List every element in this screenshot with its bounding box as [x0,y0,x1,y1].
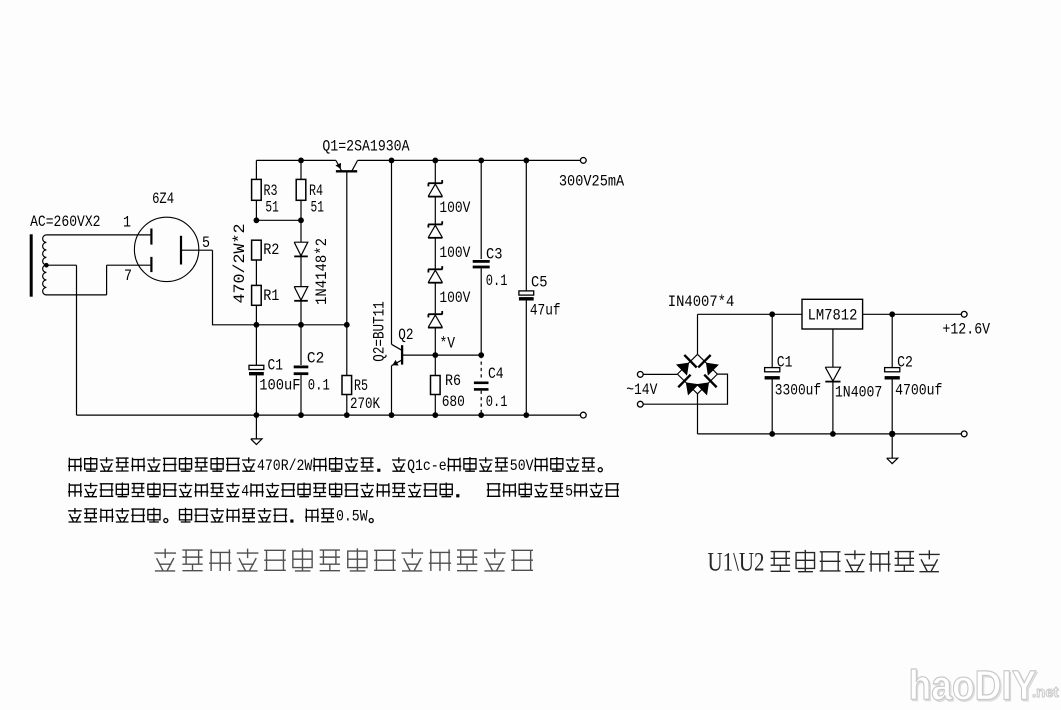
svg-text:C2: C2 [897,354,913,372]
svg-text:R5: R5 [354,377,368,395]
svg-text:Q1=2SA1930A: Q1=2SA1930A [322,137,409,155]
svg-text:Q1c-e: Q1c-e [407,457,447,475]
svg-text:100uF: 100uF [259,377,300,395]
svg-text:haoDIY: haoDIY [910,663,1038,710]
svg-text:AC=260VX2: AC=260VX2 [30,213,100,231]
svg-text:U1\U2: U1\U2 [708,547,765,577]
svg-text:47uf: 47uf [530,302,561,320]
svg-text:R1: R1 [263,287,279,305]
svg-text:C5: C5 [531,274,548,292]
svg-text:51: 51 [311,199,324,217]
svg-text:R3: R3 [264,182,278,200]
svg-text:3300uf: 3300uf [775,382,821,400]
svg-text:300V25mA: 300V25mA [559,173,625,191]
svg-text:1: 1 [123,213,131,231]
svg-text:C4: C4 [488,365,504,383]
svg-text:+12.6V: +12.6V [942,321,990,339]
svg-text:C2: C2 [307,350,324,368]
svg-text:R6: R6 [445,372,461,390]
svg-text:4: 4 [241,482,249,500]
svg-text:C3: C3 [486,246,503,264]
svg-text:50V: 50V [510,457,534,475]
svg-text:5: 5 [202,234,210,252]
svg-text:0.1: 0.1 [486,393,508,411]
svg-text:.net: .net [1032,684,1059,701]
svg-text:680: 680 [442,393,465,411]
svg-text:R4: R4 [309,182,323,200]
svg-text:IN4007*4: IN4007*4 [668,293,735,311]
svg-text:C1: C1 [777,354,793,372]
svg-text:1N4007: 1N4007 [835,384,882,402]
svg-text:470/2W*2: 470/2W*2 [231,224,249,304]
svg-text:100V: 100V [439,199,470,217]
svg-text:6Z4: 6Z4 [152,190,174,208]
svg-text:270K: 270K [350,395,380,413]
svg-text:Q2=BUT11: Q2=BUT11 [371,301,389,361]
svg-text:LM7812: LM7812 [808,307,858,325]
svg-text:470R/2W: 470R/2W [257,457,313,475]
svg-text:1N4148*2: 1N4148*2 [313,238,331,305]
svg-text:4700uf: 4700uf [895,382,942,400]
svg-text:7: 7 [124,267,132,285]
svg-text:R2: R2 [263,241,279,259]
svg-text:haoDIY: haoDIY [909,662,1037,709]
svg-text:0.5W: 0.5W [336,508,368,526]
svg-text:51: 51 [265,199,278,217]
svg-text:C1: C1 [268,357,284,375]
svg-text:0.1: 0.1 [308,377,330,395]
svg-text:100V: 100V [439,244,470,262]
svg-text:Q2: Q2 [398,326,413,344]
svg-text:0.1: 0.1 [486,272,508,290]
svg-text:~14V: ~14V [626,381,658,399]
svg-text:*V: *V [440,335,456,353]
svg-text:5: 5 [565,482,573,500]
svg-text:100V: 100V [439,289,470,307]
